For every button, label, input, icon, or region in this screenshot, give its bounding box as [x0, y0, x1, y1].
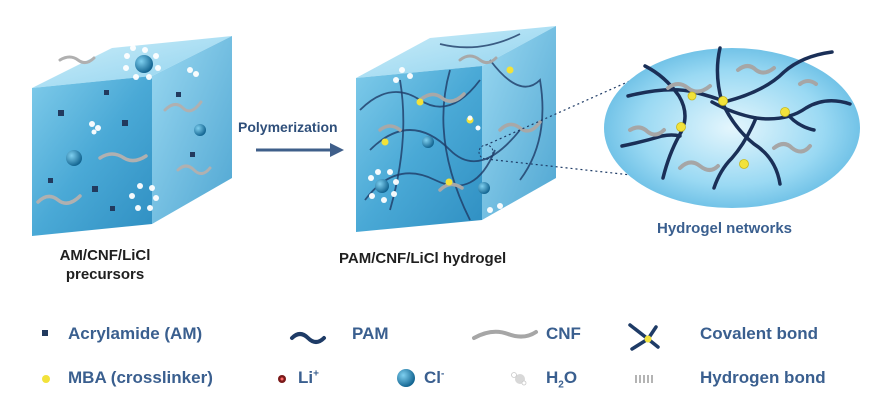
legend-li-label: Li+	[298, 368, 319, 388]
legend-pam-label: PAM	[352, 324, 389, 343]
li-ion-icon	[278, 375, 286, 383]
precursor-cube	[32, 36, 232, 236]
legend-hbond-label: Hydrogen bond	[700, 368, 826, 387]
legend-icons	[42, 323, 660, 387]
h2o-subscript: 2	[558, 379, 564, 391]
covalent-bond-icon	[628, 323, 660, 351]
network-label: Hydrogel networks	[657, 220, 793, 237]
hydrogel-cube	[356, 26, 556, 232]
precursor-label-line2: precursors	[65, 266, 145, 283]
pam-chain-icon	[290, 332, 326, 344]
legend-covalent-label: Covalent bond	[700, 324, 819, 343]
mba-crosslinker-icon	[42, 375, 50, 383]
cl-superscript: -	[441, 368, 445, 380]
legend-acrylamide-label: Acrylamide (AM)	[68, 324, 203, 343]
h2o-text: H	[546, 368, 559, 387]
precursor-label: AM/CNF/LiCl precursors	[30, 246, 180, 284]
cnf-fiber-icon	[472, 329, 538, 340]
legend-cnf-label: CNF	[546, 324, 581, 343]
zoom-lines	[485, 79, 641, 177]
li-superscript: +	[313, 368, 319, 380]
hydrogel-network	[359, 33, 544, 221]
arrow-label: Polymerization	[238, 119, 338, 135]
precursor-contents	[36, 45, 215, 211]
h2o-tail: O	[563, 368, 578, 387]
legend-cl-label: Cl-	[424, 368, 444, 388]
legend-mba-label: MBA (crosslinker)	[68, 368, 213, 387]
precursor-label-line1: AM/CNF/LiCl	[59, 247, 151, 264]
hydrogen-bond-icon	[635, 375, 653, 383]
li-text: Li	[298, 368, 314, 387]
water-molecule-icon	[511, 372, 527, 386]
cl-text: Cl	[424, 368, 441, 387]
hydrogel-network-zoom	[604, 46, 860, 208]
cl-ion-icon	[397, 369, 415, 387]
hydrogel-label: PAM/CNF/LiCl hydrogel	[339, 250, 507, 267]
acrylamide-icon	[42, 330, 48, 336]
polymerization-arrow	[256, 143, 344, 157]
legend-h2o-label: H2O	[546, 368, 577, 390]
